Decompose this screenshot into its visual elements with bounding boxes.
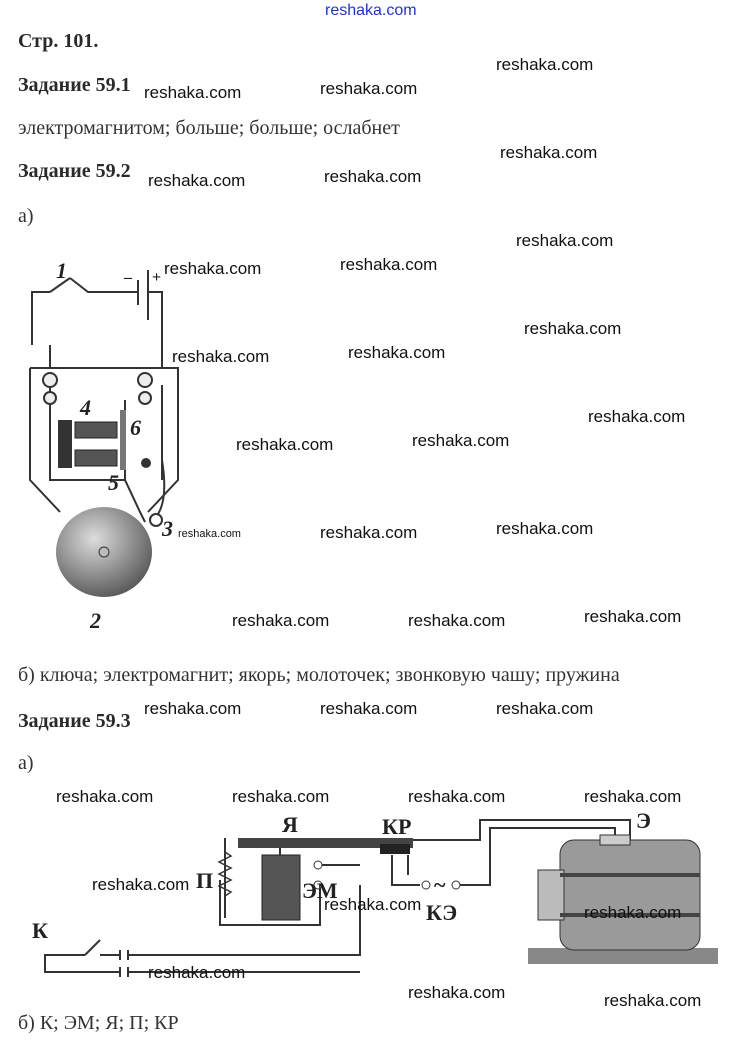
watermark: reshaka.com xyxy=(148,963,246,982)
watermark: reshaka.com xyxy=(172,347,270,366)
armature xyxy=(238,838,413,848)
watermark: reshaka.com xyxy=(496,519,594,538)
motor-base xyxy=(528,948,718,964)
terminal-screw-icon xyxy=(42,372,58,388)
task-title: Задание 59.1 xyxy=(18,74,131,96)
magnet-core xyxy=(58,420,72,468)
electromagnet-coil xyxy=(261,854,301,921)
task-title: Задание 59.3 xyxy=(18,710,131,732)
part-label: а) xyxy=(18,752,34,774)
watermark: reshaka.com xyxy=(164,259,262,278)
watermark: reshaka.com xyxy=(236,435,334,454)
label-power-circuit: КЭ xyxy=(426,900,457,925)
label-key: К xyxy=(32,918,48,943)
watermark: reshaka.com xyxy=(496,55,594,74)
watermark: reshaka.com xyxy=(516,231,614,250)
hammer xyxy=(149,513,163,527)
figure-label: 5 xyxy=(108,470,119,495)
watermark: reshaka.com xyxy=(144,699,242,718)
label-spring: П xyxy=(196,868,213,893)
task-answer: б) К; ЭМ; Я; П; КР xyxy=(18,1012,179,1034)
label-ac-source: ~ xyxy=(434,872,446,897)
figure-label: 4 xyxy=(79,395,91,420)
watermark: reshaka.com xyxy=(320,79,418,98)
watermark: reshaka.com xyxy=(144,83,242,102)
coil xyxy=(74,449,118,467)
task-answer: б) ключа; электромагнит; якорь; молоточе… xyxy=(18,664,620,686)
watermark: reshaka.com xyxy=(604,991,702,1010)
label-armature: Я xyxy=(282,812,298,837)
watermark: reshaka.com xyxy=(178,528,241,540)
watermark: reshaka.com xyxy=(232,611,330,630)
watermark: reshaka.com xyxy=(524,319,622,338)
watermark: reshaka.com xyxy=(408,983,506,1002)
relay-circuit-diagram: Я КР Э П ЭМ КЭ ~ К xyxy=(32,808,718,977)
task-title: Задание 59.2 xyxy=(18,160,131,182)
figure-label: 3 xyxy=(161,516,173,541)
watermark: reshaka.com xyxy=(340,255,438,274)
watermark: reshaka.com xyxy=(320,523,418,542)
watermark: reshaka.com xyxy=(56,787,154,806)
watermark: reshaka.com xyxy=(496,699,594,718)
watermark: reshaka.com xyxy=(325,2,417,19)
electric-bell-diagram: 1 – + 2 3 4 5 6 xyxy=(29,258,179,633)
electric-motor xyxy=(559,839,701,951)
watermark: reshaka.com xyxy=(408,787,506,806)
terminal-screw-icon xyxy=(137,372,153,388)
label-electromagnet: ЭМ xyxy=(302,878,338,903)
watermark: reshaka.com xyxy=(320,699,418,718)
label-motor: Э xyxy=(636,808,651,833)
figure-label: 1 xyxy=(56,258,67,283)
watermark: reshaka.com xyxy=(500,143,598,162)
coil xyxy=(74,421,118,439)
label-contacts: КР xyxy=(382,814,411,839)
task-answer: электромагнитом; больше; больше; ослабне… xyxy=(18,117,400,139)
page-label: Стр. 101. xyxy=(18,30,99,52)
watermark: reshaka.com xyxy=(412,431,510,450)
watermark: reshaka.com xyxy=(148,171,246,190)
figure-label: 6 xyxy=(130,415,141,440)
watermark: reshaka.com xyxy=(324,895,422,914)
figure-label: – xyxy=(123,269,133,286)
spring-icon xyxy=(217,851,233,897)
figure-label: + xyxy=(152,269,161,286)
watermark: reshaka.com xyxy=(92,875,190,894)
figure-label: 2 xyxy=(89,608,101,633)
watermark: reshaka.com xyxy=(348,343,446,362)
watermark: reshaka.com xyxy=(584,787,682,806)
part-label: а) xyxy=(18,205,34,227)
watermark: reshaka.com xyxy=(408,611,506,630)
watermark: reshaka.com xyxy=(232,787,330,806)
watermark: reshaka.com xyxy=(584,607,682,626)
watermark: reshaka.com xyxy=(324,167,422,186)
watermark: reshaka.com xyxy=(588,407,686,426)
watermark: reshaka.com xyxy=(584,903,682,922)
